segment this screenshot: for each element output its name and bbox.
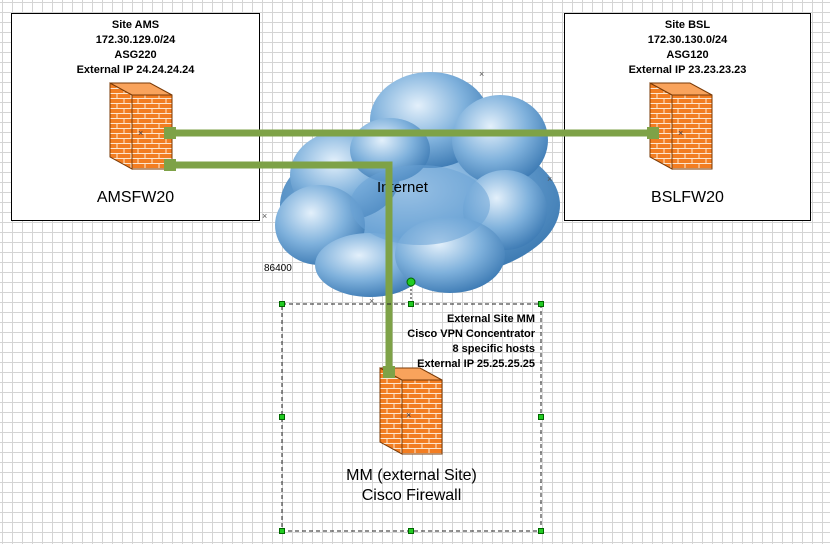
resize-handle-right[interactable] — [538, 414, 544, 420]
mm-firewall-label-line2: Cisco Firewall — [361, 487, 462, 504]
resize-handle-top-left[interactable] — [279, 301, 285, 307]
site-bsl-external-ip: External IP 23.23.23.23 — [628, 64, 747, 76]
resize-handle-top[interactable] — [408, 301, 414, 307]
resize-handle-top-right[interactable] — [538, 301, 544, 307]
link-endpoint — [383, 366, 395, 378]
mm-firewall-label: MM (external Site) Cisco Firewall — [282, 466, 541, 506]
site-bsl-model: ASG120 — [666, 49, 709, 61]
site-ams-model: ASG220 — [114, 49, 157, 61]
internet-cloud[interactable]: Internet 86400 × × × × — [262, 69, 560, 306]
link-endpoint — [647, 127, 659, 139]
link-endpoint — [164, 159, 176, 171]
mm-firewall-label-line1: MM (external Site) — [346, 467, 477, 484]
cloud-connector-mark: × — [547, 174, 552, 184]
site-bsl-info: Site BSL 172.30.130.0/24 ASG120 External… — [565, 18, 810, 78]
ams-firewall-label: AMSFW20 — [96, 189, 175, 206]
bsl-firewall-icon[interactable]: × — [649, 82, 713, 170]
connection-point-icon: × — [406, 410, 411, 420]
ams-firewall-icon[interactable]: × — [109, 82, 173, 170]
site-ams-external-ip: External IP 24.24.24.24 — [76, 64, 195, 76]
site-ams-info: Site AMS 172.30.129.0/24 ASG220 External… — [12, 18, 259, 78]
mm-site-name: External Site MM — [446, 313, 535, 325]
resize-handle-left[interactable] — [279, 414, 285, 420]
mm-site-area: External Site MM Cisco VPN Concentrator … — [282, 304, 541, 531]
site-bsl-name: Site BSL — [664, 19, 711, 31]
mm-site-device: Cisco VPN Concentrator — [407, 328, 535, 340]
site-ams-subnet: 172.30.129.0/24 — [95, 34, 176, 46]
lifetime-label: 86400 — [264, 263, 292, 274]
cloud-connector-mark: × — [262, 211, 267, 221]
vpn-links — [164, 127, 659, 378]
rotation-handle[interactable] — [406, 277, 416, 287]
site-bsl-subnet: 172.30.130.0/24 — [647, 34, 728, 46]
mm-firewall-icon[interactable]: × — [379, 367, 443, 455]
connection-point-icon: × — [678, 128, 683, 138]
cloud-connector-mark: × — [369, 296, 374, 306]
site-ams-box[interactable]: Site AMS 172.30.129.0/24 ASG220 External… — [11, 13, 260, 221]
mm-site-info: External Site MM Cisco VPN Concentrator … — [407, 312, 535, 372]
site-bsl-box[interactable]: Site BSL 172.30.130.0/24 ASG120 External… — [564, 13, 811, 221]
internet-label: Internet — [377, 179, 429, 196]
site-ams-name: Site AMS — [111, 19, 160, 31]
mm-site-external-ip: External IP 25.25.25.25 — [417, 358, 535, 370]
connection-point-icon: × — [138, 128, 143, 138]
resize-handle-bottom-right[interactable] — [538, 528, 544, 534]
vpn-link-ams-mm[interactable] — [170, 161, 393, 372]
mm-site-hosts: 8 specific hosts — [452, 343, 535, 355]
resize-handle-bottom[interactable] — [408, 528, 414, 534]
bsl-firewall-label: BSLFW20 — [651, 189, 724, 206]
link-endpoint — [164, 127, 176, 139]
cloud-connector-mark: × — [479, 69, 484, 79]
resize-handle-bottom-left[interactable] — [279, 528, 285, 534]
